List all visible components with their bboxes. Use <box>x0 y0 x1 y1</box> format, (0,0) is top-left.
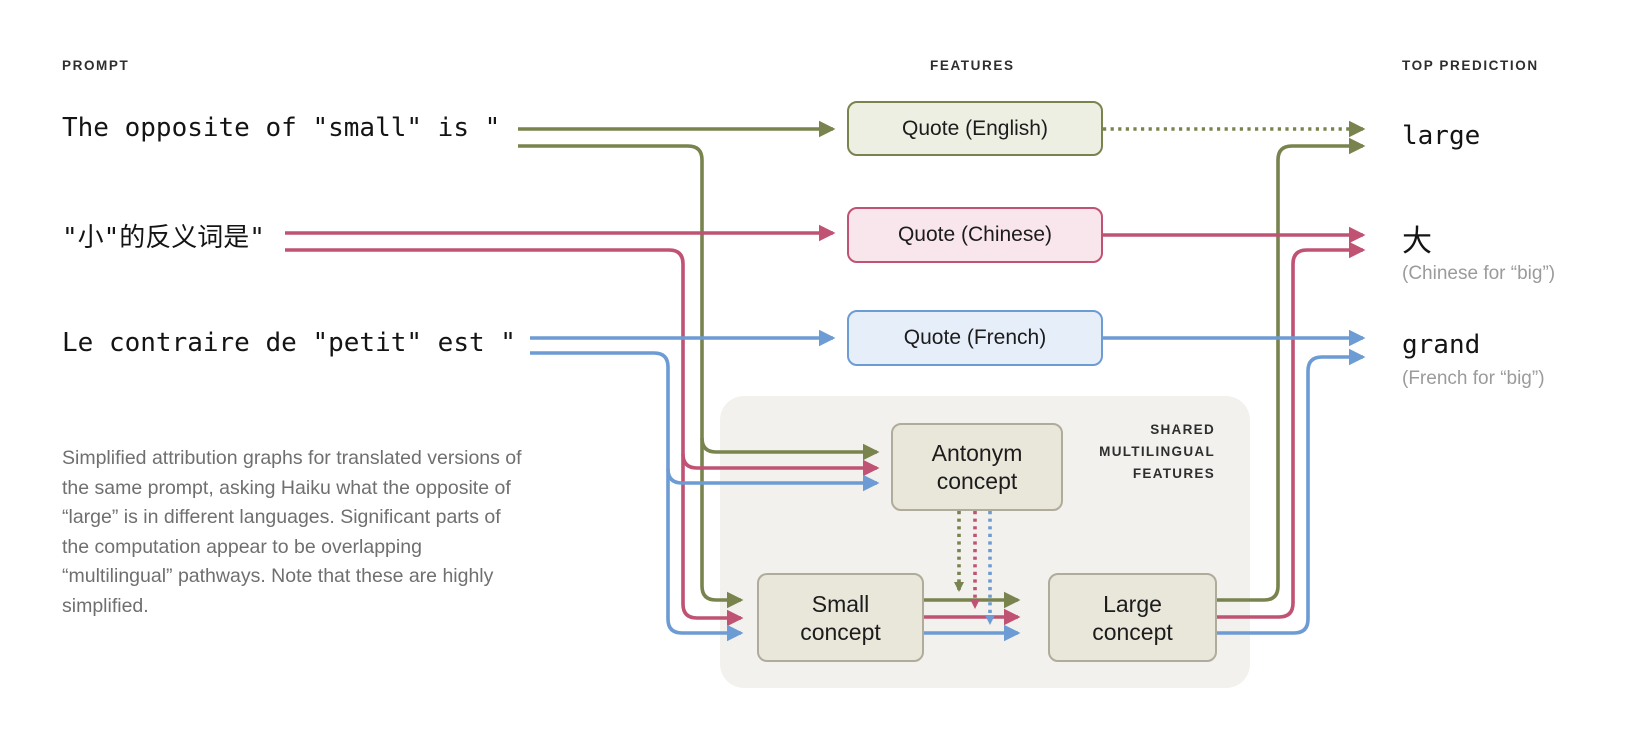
shared-region-label-line1: SHARED <box>1150 422 1215 437</box>
pathways-english <box>518 120 1366 609</box>
wire-chinese-large-to-prediction <box>1217 241 1366 619</box>
wire-chinese-branch-to-antonym-concept <box>681 453 880 477</box>
concept-label-large: Large concept <box>1092 590 1173 645</box>
wire-english-branch-to-antonym-concept <box>700 437 880 461</box>
prompt-english: The opposite of "small" is " <box>62 113 501 143</box>
wire-french-large-to-prediction <box>1217 348 1366 635</box>
wire-french-branch-to-antonym-concept <box>666 468 880 492</box>
column-header-features: FEATURES <box>930 58 1015 73</box>
feature-label-english: Quote (English) <box>902 116 1048 140</box>
feature-label-french: Quote (French) <box>903 326 1047 349</box>
shared-region-label: SHARED MULTILINGUAL FEATURES <box>1000 419 1215 485</box>
prediction-chinese-note: (Chinese for “big”) <box>1402 263 1556 284</box>
wire-english-large-to-prediction <box>1217 137 1366 602</box>
figure-caption: Simplified attribution graphs for transl… <box>62 447 522 617</box>
concept-label-antonym: Antonym concept <box>931 440 1023 494</box>
concept-box-small: Small concept <box>757 573 924 662</box>
feature-box-quote-french: Quote (French) <box>847 310 1103 366</box>
column-header-prompt: PROMPT <box>62 58 130 73</box>
concept-label-small: Small concept <box>800 590 881 645</box>
pathways-chinese <box>285 224 1366 627</box>
pathways-french <box>530 329 1366 642</box>
feature-box-quote-english: Quote (English) <box>847 101 1103 156</box>
feature-box-quote-chinese: Quote (Chinese) <box>847 207 1103 263</box>
feature-label-chinese: Quote (Chinese) <box>897 223 1053 246</box>
prediction-french: grand <box>1402 330 1481 360</box>
prediction-chinese: 大 <box>1402 224 1432 259</box>
prediction-french-note: (French for “big”) <box>1402 368 1545 389</box>
concept-box-antonym: Antonym concept <box>891 423 1063 511</box>
wire-french-prompt-to-small-concept <box>530 351 744 642</box>
wire-chinese-prompt-to-small-concept <box>285 248 744 627</box>
pathways-antonym-dotted <box>953 511 996 626</box>
wire-english-prompt-to-small-concept <box>518 144 744 609</box>
prompt-chinese: "小"的反义词是" <box>62 222 265 253</box>
concept-box-large: Large concept <box>1048 573 1217 662</box>
prediction-english: large <box>1402 121 1481 151</box>
column-header-top-prediction: TOP PREDICTION <box>1402 58 1539 73</box>
shared-region-label-line2: MULTILINGUAL <box>1099 444 1215 459</box>
shared-region-label-line3: FEATURES <box>1132 466 1215 481</box>
prompt-french: Le contraire de "petit" est " <box>62 328 516 358</box>
